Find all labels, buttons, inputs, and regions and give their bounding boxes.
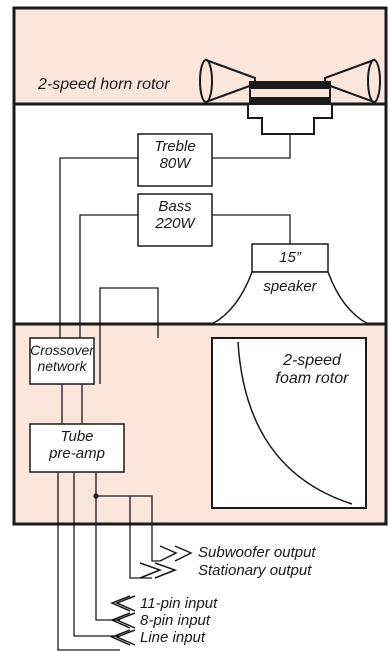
foam-rotor-line2: foam rotor <box>275 370 349 388</box>
preamp-sub: pre-amp <box>49 445 105 463</box>
wiring <box>57 134 291 651</box>
preamp-name: Tube <box>60 428 94 445</box>
speaker-icon <box>211 243 369 325</box>
treble-amp-watts: 80W <box>159 155 191 173</box>
foam-rotor-label: 2-speed foam rotor <box>264 352 360 389</box>
foam-rotor-line1: 2-speed <box>283 352 341 369</box>
foam-rotor-curve <box>237 341 353 505</box>
horn-rotor-icon <box>199 58 381 135</box>
preamp-box <box>29 423 125 473</box>
bass-amp-label: Bass 220W <box>138 198 212 233</box>
8-pin-input-label: 8-pin input <box>140 612 211 629</box>
wire-junction <box>93 493 99 499</box>
speaker-label: speaker <box>263 278 317 295</box>
line-input-label: Line input <box>140 629 206 646</box>
treble-amp-box <box>137 133 213 187</box>
speaker-size-label: 15” <box>279 249 301 266</box>
stationary-output-label: Stationary output <box>198 562 312 579</box>
crossover-name: Crossover <box>30 342 94 358</box>
preamp-label: Tube pre-amp <box>30 428 124 463</box>
treble-amp-name: Treble <box>154 138 196 155</box>
crossover-sub: network <box>37 358 87 375</box>
bass-amp-box <box>137 193 213 247</box>
bass-amp-watts: 220W <box>155 215 195 233</box>
io-chevrons <box>110 545 193 646</box>
11-pin-input-label: 11-pin input <box>140 595 218 612</box>
bass-amp-name: Bass <box>158 198 192 215</box>
foam-rotor-box <box>211 337 367 509</box>
subwoofer-output-label: Subwoofer output <box>198 544 316 561</box>
crossover-label: Crossover network <box>30 342 94 374</box>
crossover-box <box>29 337 95 385</box>
treble-amp-label: Treble 80W <box>138 138 212 173</box>
horn-rotor-label: 2-speed horn rotor <box>38 76 170 93</box>
